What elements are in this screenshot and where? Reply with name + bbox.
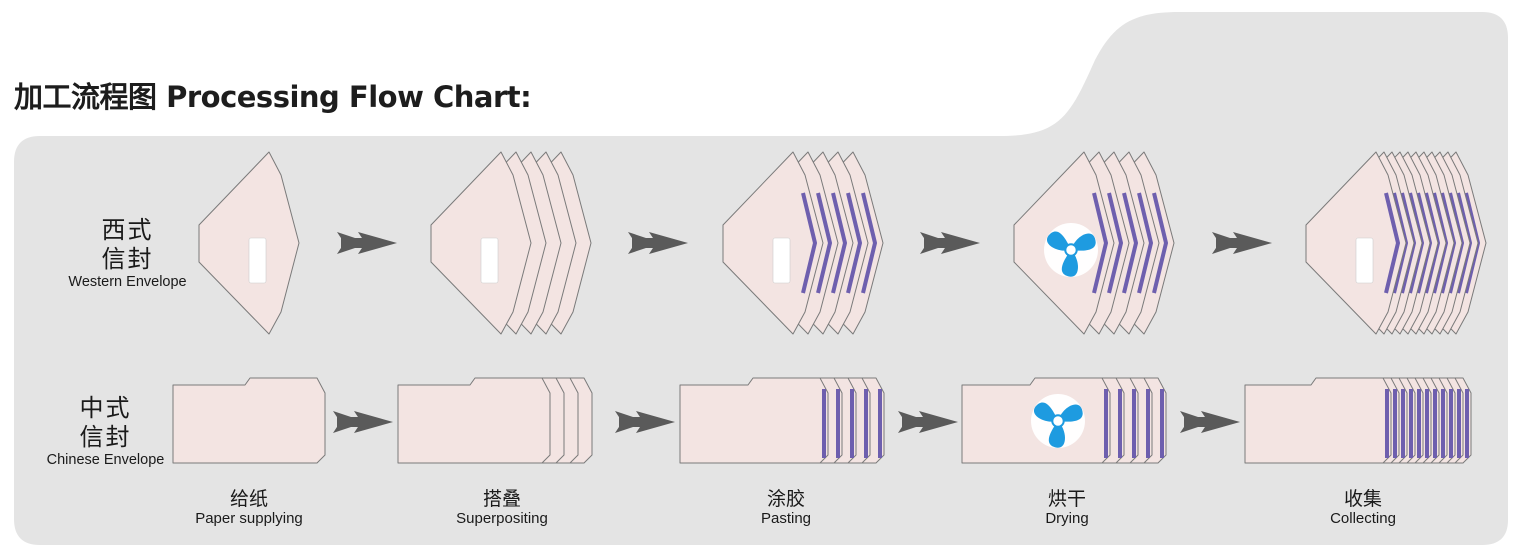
chinese-stage-4 [1244, 377, 1472, 464]
glue-strip [846, 192, 862, 294]
double-chevron-arrow-icon [628, 232, 688, 254]
fan-blade [1058, 404, 1083, 422]
step-label-paper-supplying: 给纸 Paper supplying [159, 488, 339, 527]
western-stage-4 [1305, 151, 1487, 335]
glue-strip [1122, 192, 1138, 294]
fan-icon [1031, 394, 1085, 448]
row-label-chinese-zh2: 信封 [79, 423, 132, 451]
western-stage-3 [1013, 151, 1175, 335]
fan-blade [1033, 402, 1058, 422]
fan-blade [1048, 421, 1065, 448]
row-label-chinese-zh1: 中式 [79, 394, 132, 422]
chinese-envelope [172, 377, 326, 464]
step-label-en: Superpositing [456, 510, 548, 527]
glue-strip [831, 192, 847, 294]
chinese-envelope [1244, 377, 1392, 464]
step-label-zh: 搭叠 [482, 488, 521, 510]
fan-icon [1044, 223, 1098, 277]
western-stage-1 [430, 151, 592, 335]
row-label-western: 西式 信封 Western Envelope [55, 216, 200, 291]
double-chevron-arrow-icon [920, 232, 980, 254]
step-label-en: Pasting [760, 510, 812, 527]
fan-blade [1071, 233, 1096, 251]
glue-strip [1137, 192, 1153, 294]
row-label-chinese: 中式 信封 Chinese Envelope [33, 394, 178, 469]
row-label-western-en: Western Envelope [68, 274, 187, 290]
western-stage-0 [198, 151, 300, 335]
chinese-stage-1 [397, 377, 593, 464]
step-label-pasting: 涂胶 Pasting [696, 488, 876, 527]
step-label-zh: 涂胶 [766, 488, 805, 510]
glue-strip [1107, 192, 1123, 294]
double-chevron-arrow-icon [898, 411, 958, 433]
row-label-chinese-en: Chinese Envelope [46, 452, 165, 468]
double-chevron-arrow-icon [615, 411, 675, 433]
step-label-superpositing: 搭叠 Superpositing [412, 488, 592, 527]
chinese-envelope [679, 377, 829, 464]
glue-strip [1152, 192, 1168, 294]
chinese-envelope [397, 377, 551, 464]
glue-strip [1092, 192, 1108, 294]
step-label-en: Drying [1045, 510, 1089, 527]
step-label-en: Paper supplying [195, 510, 303, 527]
page-title: 加工流程图 Processing Flow Chart: [14, 80, 532, 114]
glue-strip [1384, 192, 1400, 294]
row-label-western-zh2: 信封 [101, 245, 154, 273]
chinese-stage-3 [961, 377, 1167, 464]
envelope-window [1355, 237, 1374, 284]
glue-strip [801, 192, 817, 294]
double-chevron-arrow-icon [1212, 232, 1272, 254]
fan-hub [1051, 414, 1065, 428]
fan-blade [1046, 231, 1071, 251]
envelope-window [248, 237, 267, 284]
step-label-en: Collecting [1330, 510, 1396, 527]
chinese-stage-0 [172, 377, 326, 464]
fan-hub [1064, 243, 1078, 257]
glue-strip [861, 192, 877, 294]
double-chevron-arrow-icon [337, 232, 397, 254]
double-chevron-arrow-icon [1180, 411, 1240, 433]
step-label-drying: 烘干 Drying [977, 488, 1157, 527]
fan-blade [1061, 250, 1078, 277]
row-label-western-zh1: 西式 [101, 216, 154, 244]
envelope-window [772, 237, 791, 284]
step-label-zh: 收集 [1343, 488, 1382, 510]
step-label-zh: 给纸 [229, 488, 268, 510]
envelope-window [480, 237, 499, 284]
step-label-zh: 烘干 [1047, 488, 1086, 510]
glue-strip [816, 192, 832, 294]
western-stage-2 [722, 151, 884, 335]
chinese-stage-2 [679, 377, 885, 464]
step-label-collecting: 收集 Collecting [1273, 488, 1453, 527]
double-chevron-arrow-icon [333, 411, 393, 433]
